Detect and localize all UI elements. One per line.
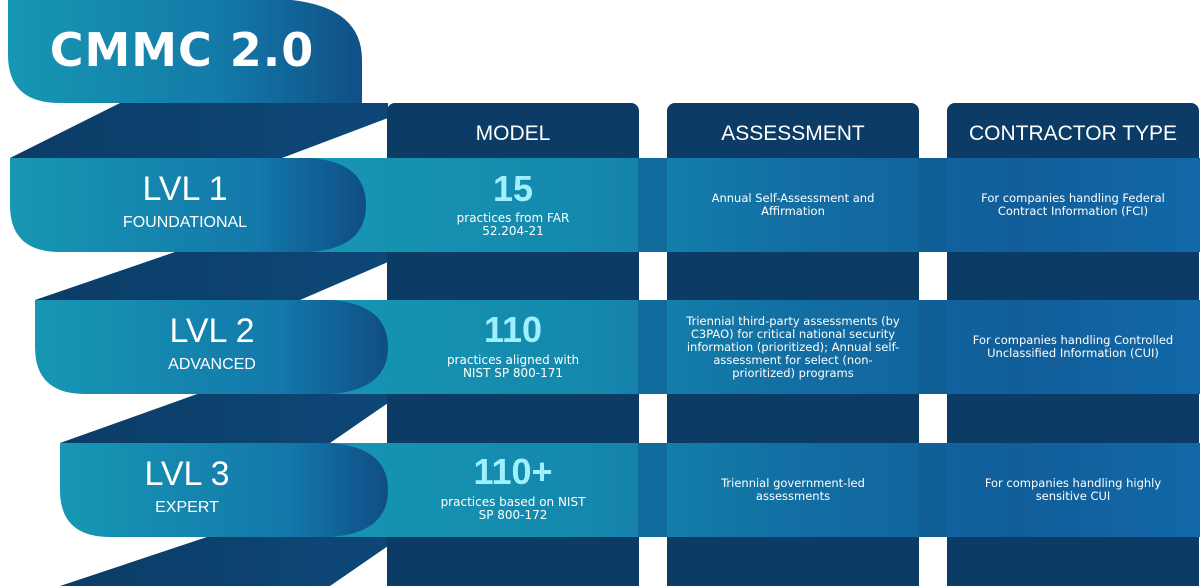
level-tier: FOUNDATIONAL bbox=[122, 214, 248, 231]
level-name: LVL 3 bbox=[144, 455, 230, 493]
level-tier: EXPERT bbox=[155, 499, 219, 516]
column-header-assessment: ASSESSMENT bbox=[721, 122, 865, 145]
level-name: LVL 1 bbox=[142, 170, 228, 208]
band-lvl-3 bbox=[300, 443, 1200, 537]
contractor-text: For companies handling highly sensitive … bbox=[984, 476, 1162, 503]
practice-count: 110+ bbox=[473, 451, 553, 492]
assessment-text: Triennial third-party assessments (by C3… bbox=[686, 313, 900, 380]
contractor-text: For companies handling Controlled Unclas… bbox=[972, 333, 1174, 360]
cap-lvl-3 bbox=[60, 443, 388, 537]
band-lvl-2 bbox=[300, 300, 1200, 394]
level-name: LVL 2 bbox=[169, 312, 255, 350]
ribbon-fold-4 bbox=[60, 536, 388, 586]
cap-lvl-1 bbox=[10, 158, 366, 252]
practice-count: 110 bbox=[483, 309, 543, 350]
practice-count: 15 bbox=[492, 168, 534, 209]
practice-text: practices aligned with NIST SP 800-171 bbox=[446, 353, 580, 380]
assessment-text: Annual Self-Assessment and Affirmation bbox=[711, 191, 875, 218]
ribbon-fold-1 bbox=[10, 103, 388, 158]
contractor-text: For companies handling Federal Contract … bbox=[981, 191, 1165, 218]
practice-text: practices based on NIST SP 800-172 bbox=[440, 495, 586, 522]
band-lvl-1 bbox=[300, 158, 1200, 252]
page-title: CMMC 2.0 bbox=[49, 23, 315, 77]
column-header-contractor-type: CONTRACTOR TYPE bbox=[968, 122, 1178, 145]
title-ribbon bbox=[8, 0, 362, 103]
ribbon-fold-2 bbox=[35, 252, 388, 300]
level-tier: ADVANCED bbox=[168, 356, 256, 373]
column-header-model: MODEL bbox=[475, 122, 551, 145]
cap-lvl-2 bbox=[35, 300, 388, 394]
ribbon-fold-3 bbox=[60, 393, 388, 443]
assessment-text: Triennial government-led assessments bbox=[721, 476, 865, 503]
practice-text: practices from FAR 52.204-21 bbox=[456, 211, 570, 238]
